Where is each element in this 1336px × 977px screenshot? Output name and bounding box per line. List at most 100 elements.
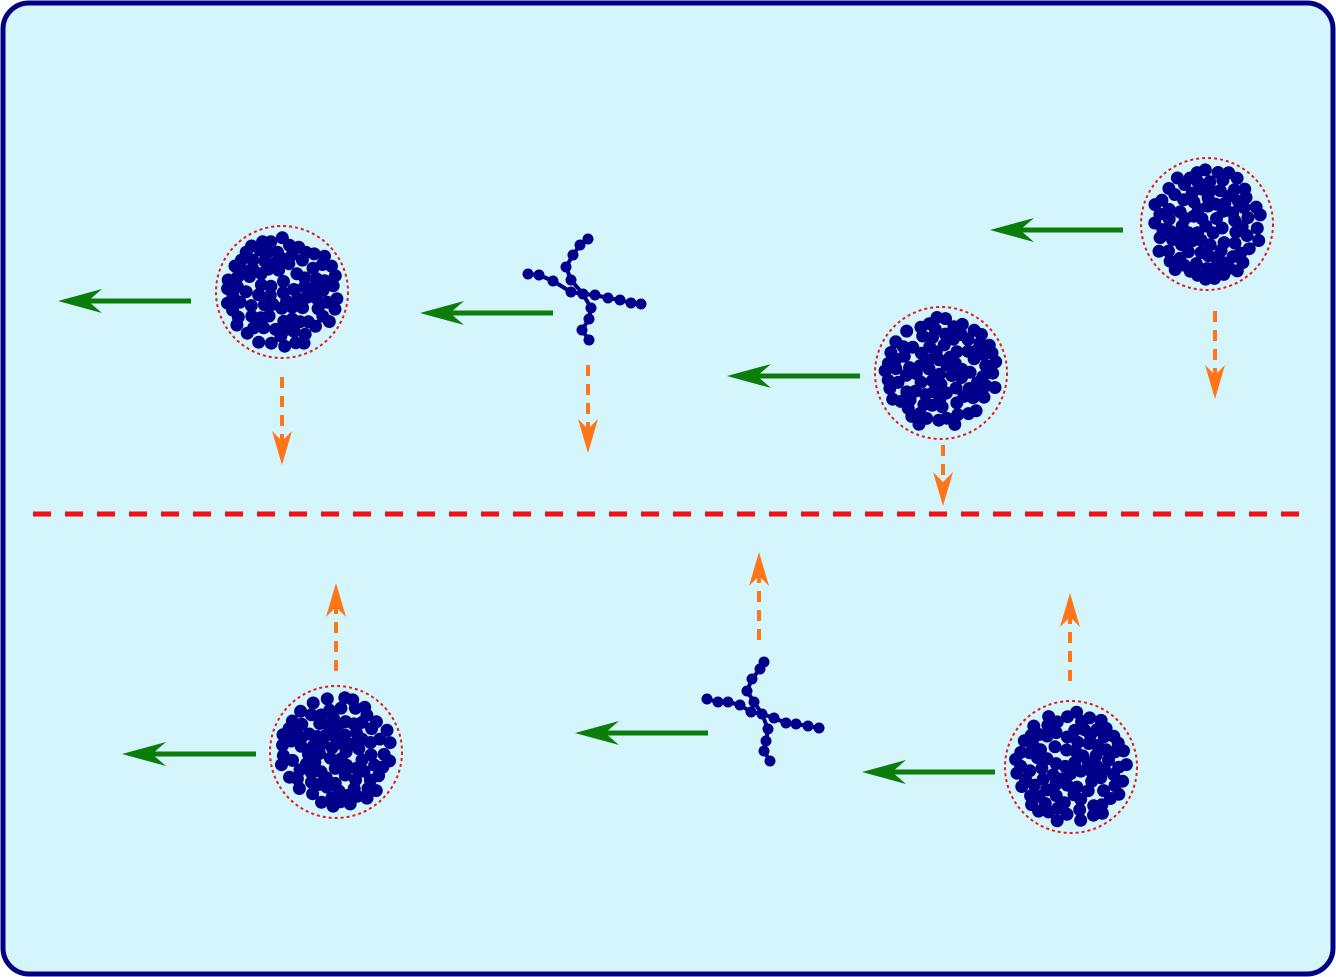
bead — [1035, 761, 1049, 775]
bead — [949, 381, 963, 395]
bead — [1032, 804, 1046, 818]
bead — [309, 291, 323, 305]
bead — [252, 335, 266, 349]
bead — [264, 336, 278, 350]
bead — [522, 268, 534, 280]
bead — [1216, 173, 1230, 187]
bead — [254, 278, 268, 292]
bead — [930, 311, 944, 324]
bead — [1009, 752, 1023, 766]
bead — [635, 298, 647, 310]
bead — [881, 373, 895, 387]
bead — [276, 728, 290, 742]
bead — [1055, 772, 1069, 786]
bead — [1215, 221, 1229, 235]
bead — [945, 369, 959, 382]
bead — [1102, 753, 1115, 767]
arrow-head — [1060, 593, 1080, 627]
bead — [364, 748, 378, 762]
bead — [1051, 801, 1065, 815]
particle-cluster-icon — [1140, 157, 1274, 291]
bead — [244, 299, 258, 313]
bead — [1040, 729, 1054, 743]
bead — [299, 757, 313, 771]
bead — [583, 334, 595, 346]
bead — [1024, 728, 1038, 742]
bead — [1068, 756, 1082, 770]
bead — [900, 324, 914, 338]
bead — [278, 339, 292, 353]
bead — [1032, 789, 1046, 803]
bead — [1153, 207, 1167, 221]
bead — [1213, 184, 1227, 198]
bead — [957, 389, 971, 403]
bead — [239, 245, 253, 259]
bead — [712, 696, 724, 708]
bead — [741, 685, 753, 697]
bead — [1201, 191, 1215, 205]
bead — [567, 249, 579, 261]
bead — [261, 262, 275, 276]
bead — [1074, 792, 1088, 806]
arrow-head — [1205, 365, 1225, 399]
bead — [1168, 263, 1182, 276]
bead — [762, 723, 774, 735]
bead — [1048, 740, 1062, 754]
drift-up-dashed-arrow-icon — [1060, 593, 1080, 681]
bead — [305, 775, 318, 789]
bead — [1232, 195, 1245, 208]
bead — [970, 376, 984, 390]
bead — [889, 362, 903, 376]
flow-left-arrow-icon — [420, 301, 553, 325]
bead — [928, 322, 942, 336]
bead — [758, 656, 770, 668]
arrow-head — [272, 431, 292, 465]
drift-up-dashed-arrow-icon — [326, 583, 346, 671]
bead — [1209, 260, 1223, 274]
bead — [547, 275, 559, 287]
bead — [1077, 723, 1091, 737]
bead — [315, 795, 328, 809]
bead — [256, 235, 270, 249]
bead — [1089, 748, 1103, 762]
bead — [1031, 751, 1044, 765]
bead — [314, 765, 328, 779]
bead — [1190, 166, 1204, 180]
bead — [279, 323, 293, 336]
bead — [914, 320, 928, 334]
bead — [221, 273, 235, 287]
bead — [576, 324, 588, 336]
bead — [328, 302, 342, 316]
bead — [325, 259, 338, 273]
bead — [355, 732, 369, 746]
bead — [276, 749, 290, 763]
bead — [1210, 250, 1224, 264]
bead — [360, 791, 374, 805]
flow-left-arrow-icon — [122, 742, 256, 766]
bead — [285, 312, 299, 326]
bead — [345, 737, 359, 751]
bead — [322, 315, 336, 328]
bead — [790, 718, 802, 730]
bead — [326, 279, 340, 293]
cluster-outline — [1004, 700, 1138, 834]
arrow-head — [933, 472, 953, 506]
bead — [301, 315, 315, 329]
bead — [331, 718, 345, 732]
arrow-head — [122, 742, 166, 766]
bead — [285, 714, 299, 728]
bead — [294, 731, 308, 745]
bead — [318, 249, 331, 263]
arrow-head — [578, 419, 598, 453]
bead — [1061, 710, 1074, 724]
bead — [306, 696, 320, 710]
bead — [585, 302, 597, 314]
cluster-outline — [269, 685, 403, 819]
cluster-outline — [1140, 157, 1274, 291]
bead — [338, 691, 352, 705]
bead — [985, 346, 999, 360]
bead — [269, 322, 283, 336]
bead — [263, 288, 277, 302]
